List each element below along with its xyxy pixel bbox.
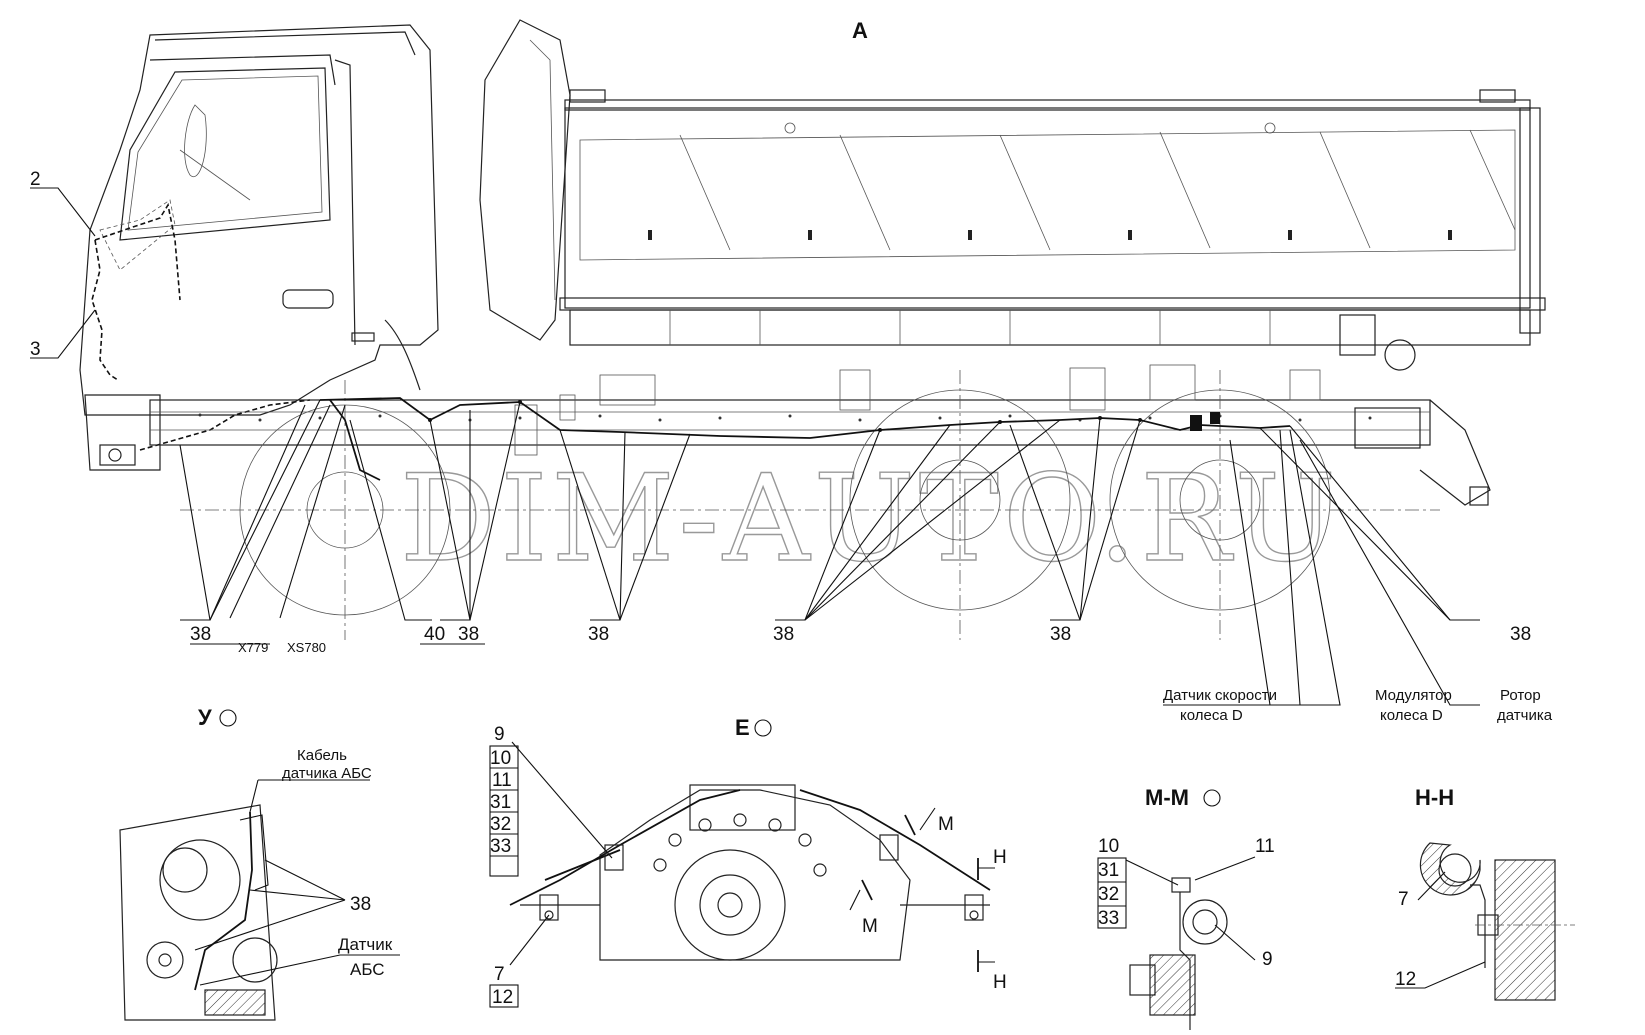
connector-x779: X779 [238, 640, 268, 655]
callout-38-b: 38 [458, 624, 479, 645]
callout-38-a: 38 [190, 624, 211, 645]
e-callout-33: 33 [490, 836, 511, 857]
mm-callout-11: 11 [1255, 836, 1275, 857]
watermark: DIM-AUTO.RU [400, 450, 1340, 589]
caption-cable-1: Кабель [297, 747, 347, 764]
mm-callout-9: 9 [1262, 949, 1273, 970]
nn-callout-7: 7 [1398, 889, 1409, 910]
caption-rotor-2: датчика [1497, 707, 1553, 724]
callout-38-e: 38 [1050, 624, 1071, 645]
caption-sensor-1: Датчик [338, 935, 393, 954]
caption-sensor-2: АБС [350, 960, 385, 979]
callout-38-d: 38 [773, 624, 794, 645]
detail-e-stack: 9 10 11 31 32 33 [489, 724, 613, 877]
view-label-nn: Н-Н [1415, 785, 1454, 810]
mm-callout-10: 10 [1098, 836, 1119, 857]
chassis-frame [149, 399, 1491, 506]
e-mark-n-top: Н [993, 847, 1007, 868]
mm-callout-32: 32 [1098, 884, 1119, 905]
mm-callout-33: 33 [1098, 908, 1119, 929]
detail-mm: М-М 10 31 32 33 11 9 [1097, 785, 1275, 1030]
e-callout-10: 10 [490, 748, 511, 769]
view-label-a: А [852, 18, 868, 43]
e-callout-12: 12 [492, 987, 513, 1008]
callout-2: 2 [30, 169, 41, 190]
detail-e-bottom-stack: 7 12 [489, 914, 550, 1008]
caption-rotor-1: Ротор [1500, 687, 1541, 704]
connector-xs780: XS780 [287, 640, 326, 655]
detail-nn: Н-Н 7 12 [1395, 785, 1575, 1001]
caption-speed-sensor-2: колеса D [1180, 707, 1243, 724]
callout-38-c: 38 [588, 624, 609, 645]
e-callout-9: 9 [494, 724, 505, 745]
cab [79, 24, 439, 471]
view-label-u: У [198, 705, 212, 730]
view-label-mm: М-М [1145, 785, 1189, 810]
leader-lines [30, 187, 1480, 706]
e-callout-11: 11 [492, 770, 512, 791]
e-callout-7: 7 [494, 964, 505, 985]
detail-e: Е 9 10 11 [489, 715, 1007, 1008]
caption-modulator-1: Модулятор [1375, 687, 1452, 704]
e-callout-32: 32 [490, 814, 511, 835]
e-callout-31: 31 [490, 792, 511, 813]
nn-callout-12: 12 [1395, 969, 1416, 990]
callout-38-f: 38 [1510, 624, 1531, 645]
callout-38-u: 38 [350, 894, 371, 915]
dump-body [479, 19, 1546, 456]
callout-40: 40 [424, 624, 445, 645]
caption-speed-sensor-1: Датчик скорости [1163, 687, 1277, 704]
detail-u: У Кабель датчика АБС 38 Датчик АБС [119, 705, 400, 1021]
view-label-e: Е [735, 715, 750, 740]
callout-3: 3 [30, 339, 41, 360]
caption-modulator-2: колеса D [1380, 707, 1443, 724]
e-mark-n-bottom: Н [993, 972, 1007, 993]
e-mark-m-top: М [938, 814, 954, 835]
e-mark-m-bottom: М [862, 916, 878, 937]
caption-cable-2: датчика АБС [282, 765, 372, 782]
mm-callout-31: 31 [1098, 860, 1119, 881]
